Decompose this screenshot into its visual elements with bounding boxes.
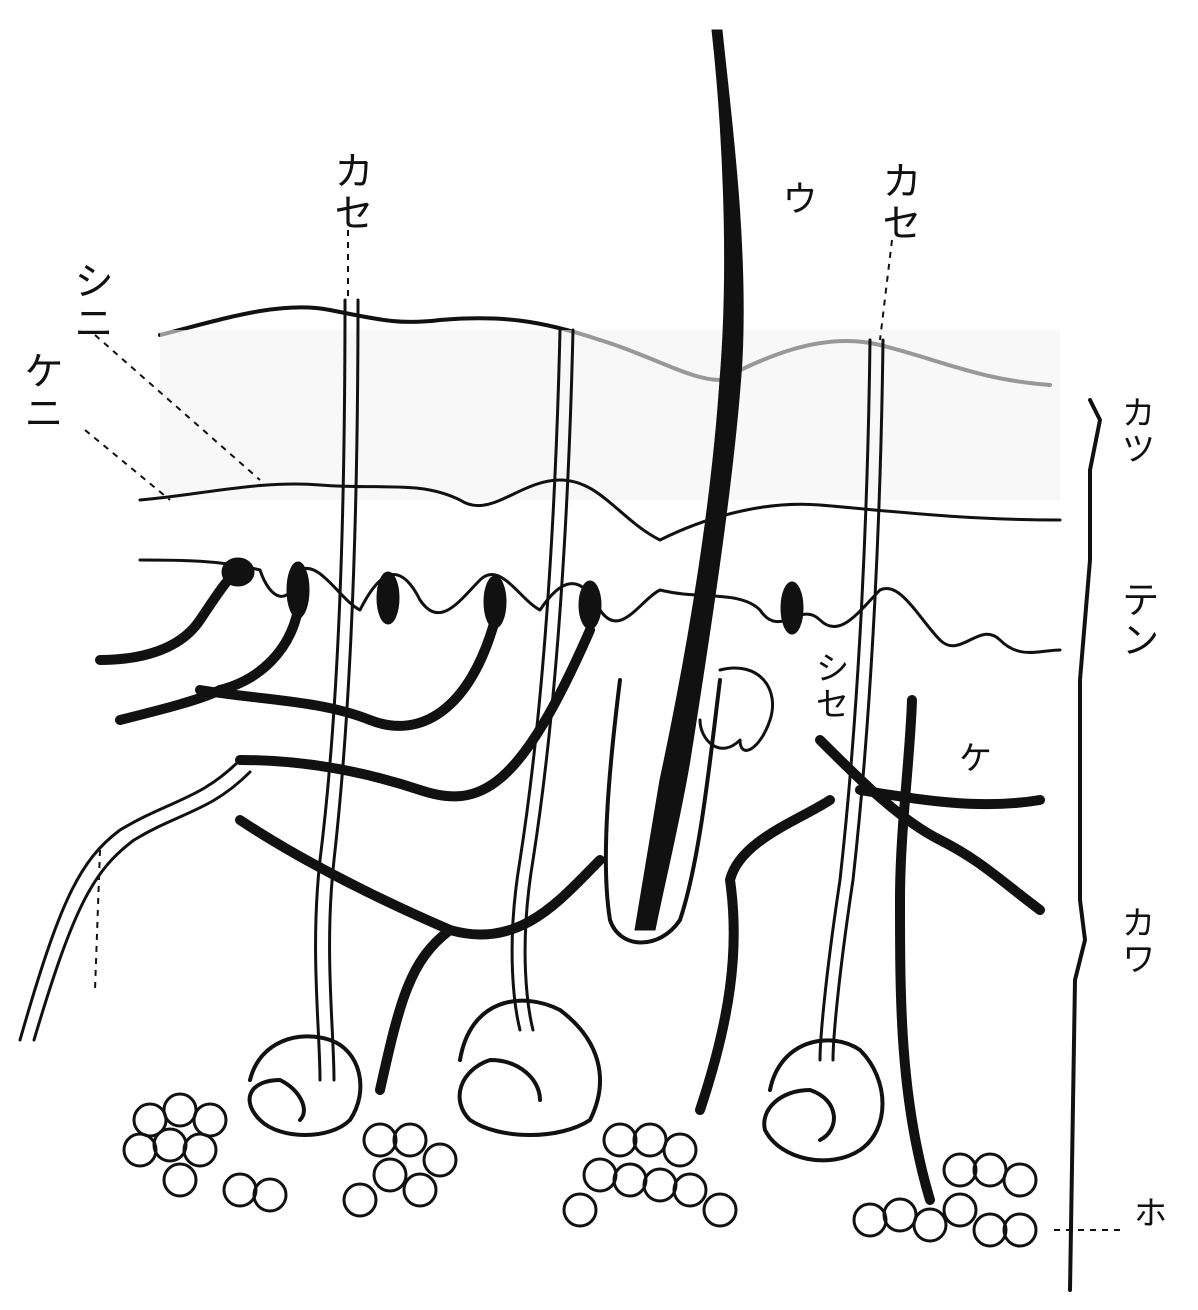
label-se-center: シセ: [812, 650, 846, 722]
layer-bracket: [1070, 400, 1100, 1290]
label-kase-right: カセ: [878, 160, 918, 244]
fat-cells: [124, 1094, 1036, 1246]
label-right-low: カワ: [1118, 905, 1152, 977]
label-ke-ni: ケニ: [20, 350, 60, 434]
label-right-top: カツ: [1118, 395, 1152, 467]
sebaceous-gland: [700, 668, 773, 750]
vessel-network: [100, 572, 1040, 1200]
label-shi-ni: シニ: [70, 260, 110, 344]
epidermis-layer: [160, 330, 1060, 500]
label-kase-left: カセ: [330, 150, 370, 234]
sweat-gland-coils: [250, 1001, 883, 1161]
label-u: ウ: [778, 180, 814, 218]
label-right-bottom: ホ: [1130, 1195, 1164, 1231]
label-ke-side: ケ: [955, 740, 989, 776]
label-right-mid: テン: [1118, 580, 1156, 660]
